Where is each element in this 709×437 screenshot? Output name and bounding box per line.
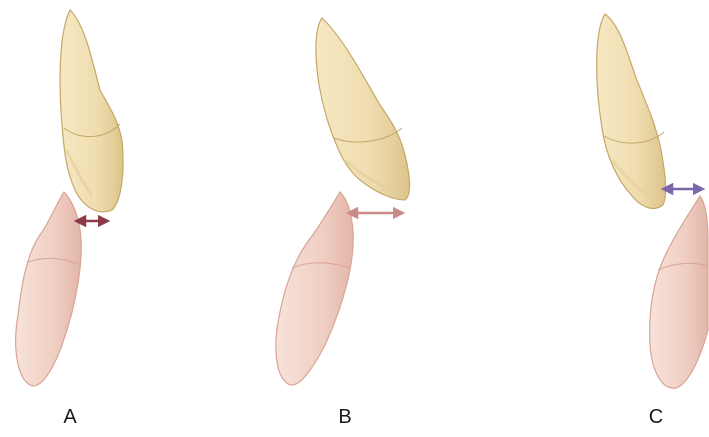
panel-label-c: C — [636, 406, 676, 429]
lower-incisor-c — [650, 196, 708, 388]
lower-incisor-a — [16, 192, 82, 386]
panel-c — [597, 14, 708, 388]
panel-label-a: A — [50, 406, 90, 429]
upper-incisor-c — [597, 14, 666, 208]
lower-incisor-b — [276, 192, 353, 385]
upper-incisor-a — [60, 10, 123, 212]
panel-a — [16, 10, 123, 386]
panel-b — [276, 18, 410, 385]
panel-label-b: B — [325, 406, 365, 429]
upper-incisor-b — [316, 18, 410, 200]
